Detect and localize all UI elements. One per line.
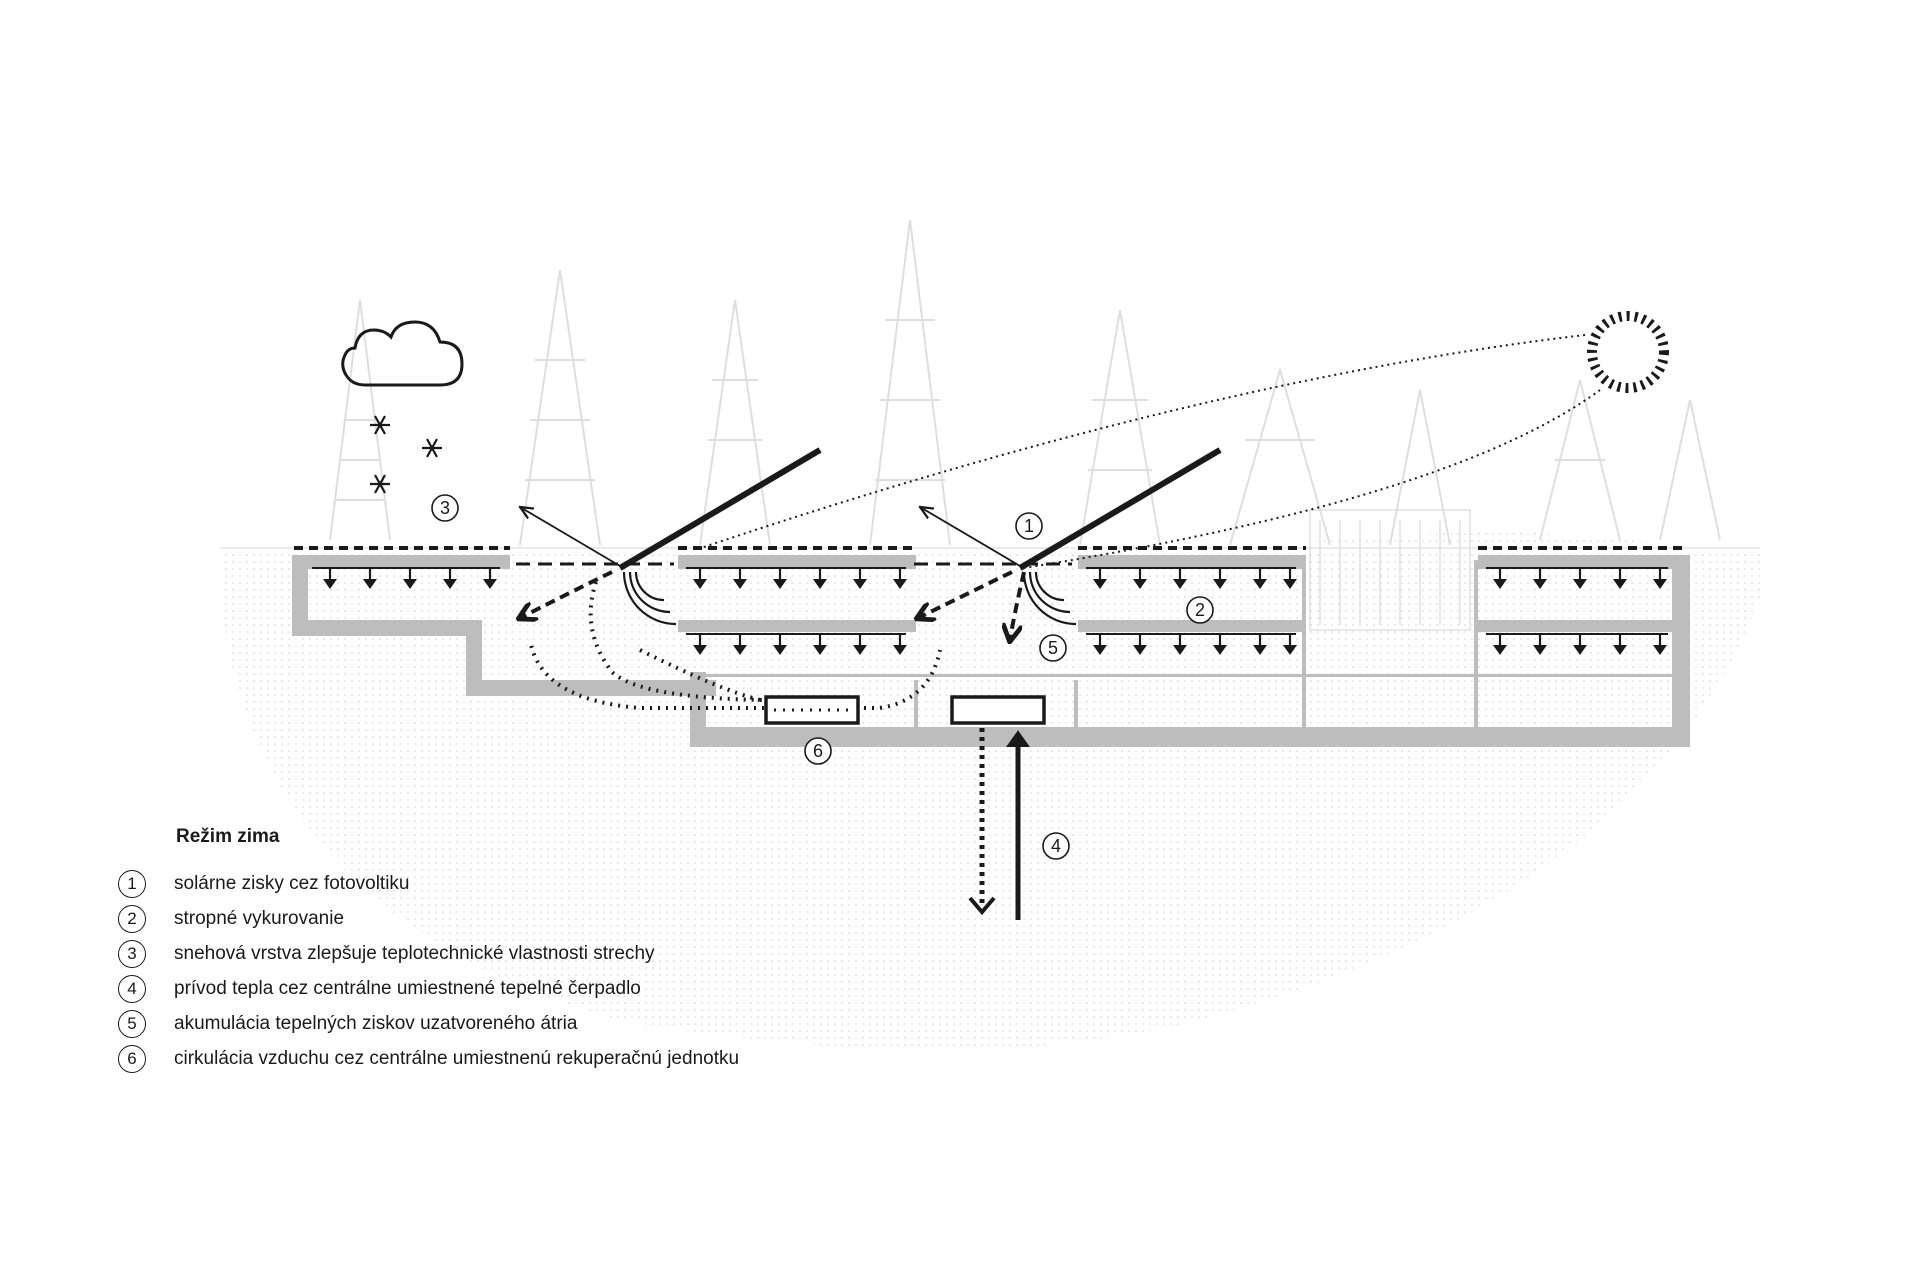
legend-item-2: 2 stropné vykurovanie: [118, 901, 739, 936]
snowflake-icons: [370, 415, 442, 494]
legend-text: cirkulácia vzduchu cez centrálne umiestn…: [174, 1047, 740, 1069]
legend-text: stropné vykurovanie: [174, 907, 345, 929]
diagram-marker-5: 5: [1039, 634, 1067, 662]
legend-item-4: 4 prívod tepla cez centrálne umiestnené …: [118, 971, 739, 1006]
legend-title: Režim zima: [176, 826, 280, 847]
legend-text: solárne zisky cez fotovoltiku: [174, 872, 410, 894]
roof-snow-layer: [294, 546, 1688, 566]
legend-number: 6: [118, 1044, 146, 1073]
accumulation-arrows: [520, 570, 1026, 640]
legend-item-6: 6 cirkulácia vzduchu cez centrálne umies…: [118, 1041, 739, 1076]
ground-heat-up-arrowhead: [1006, 730, 1030, 747]
pv-panel-right: [1018, 447, 1222, 571]
ground-heat-down-arrowhead: [968, 896, 996, 916]
cloud-icon: [341, 320, 464, 387]
legend-number: 5: [118, 1009, 146, 1038]
legend-item-3: 3 snehová vrstva zlepšuje teplotechnické…: [118, 936, 739, 971]
heat-pump-unit: [950, 695, 1046, 725]
pv-panel-left: [618, 447, 822, 571]
svg-text:2: 2: [1195, 600, 1205, 620]
svg-text:1: 1: [1024, 516, 1034, 536]
sun-ray-dotted-path: [694, 334, 1601, 569]
legend-text: prívod tepla cez centrálne umiestnené te…: [174, 977, 641, 999]
svg-text:5: 5: [1048, 638, 1058, 658]
ceiling-heating-arrows: [312, 567, 1668, 635]
legend-number: 4: [118, 974, 146, 1003]
legend: Režim zima 1 solárne zisky cez fotovolti…: [118, 826, 739, 1076]
legend-item-1: 1 solárne zisky cez fotovoltiku: [118, 866, 739, 901]
reflection-arrow-left: [520, 507, 621, 567]
legend-text: akumulácia tepelných ziskov uzatvoreného…: [174, 1012, 578, 1034]
diagram-marker-6: 6: [804, 737, 832, 765]
heat-radiation-arcs: [622, 571, 1077, 626]
diagram-marker-1: 1: [1015, 512, 1043, 540]
reflection-arrow-right: [920, 507, 1021, 567]
diagram-marker-4: 4: [1042, 832, 1070, 860]
legend-text: snehová vrstva zlepšuje teplotechnické v…: [174, 942, 655, 964]
svg-text:4: 4: [1051, 836, 1061, 856]
legend-number: 1: [118, 869, 146, 898]
diagram-marker-2: 2: [1186, 596, 1214, 624]
legend-number: 3: [118, 939, 146, 968]
atrium-glazing: [1309, 509, 1471, 631]
air-circulation-loop: [528, 581, 942, 710]
legend-number: 2: [118, 904, 146, 933]
sun-icon: [1587, 311, 1669, 393]
svg-text:3: 3: [440, 498, 450, 518]
diagram-marker-3: 3: [431, 494, 459, 522]
svg-text:6: 6: [813, 741, 823, 761]
legend-item-5: 5 akumulácia tepelných ziskov uzatvorené…: [118, 1006, 739, 1041]
